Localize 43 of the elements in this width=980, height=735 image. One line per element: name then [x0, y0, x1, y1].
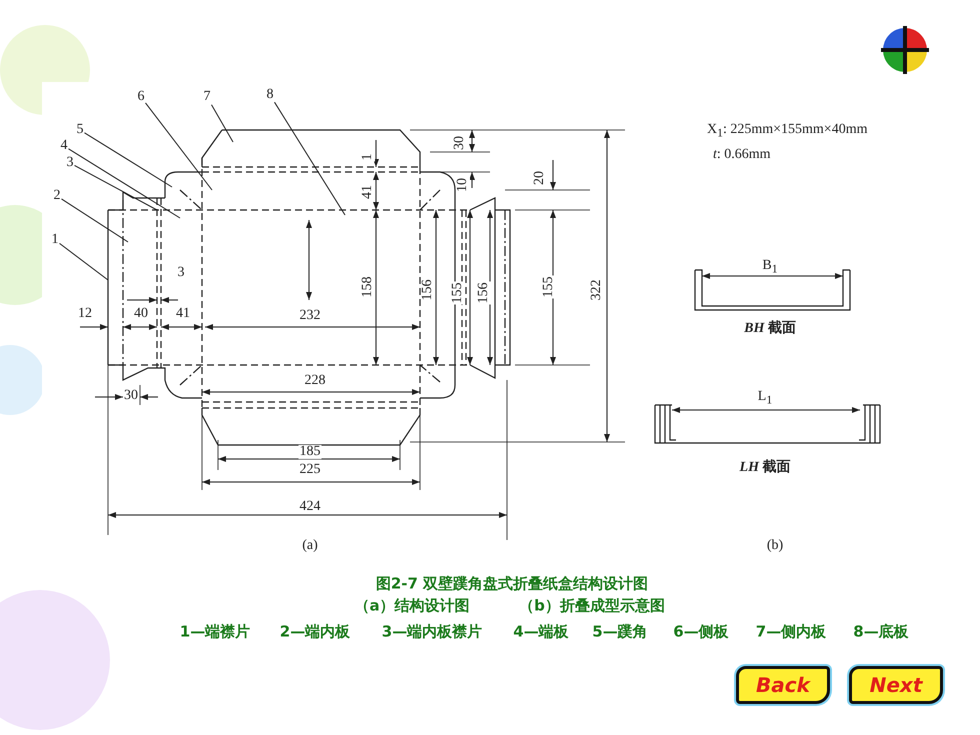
specification-note: t: 0.66mm: [713, 148, 771, 162]
callout-number: 5: [76, 123, 84, 137]
dimension-label: 155: [451, 282, 465, 304]
specification-note: X$_{1}$: 225mm×155mm×40mm: [707, 122, 868, 140]
dimension-label: 156: [477, 282, 491, 304]
next-button: Next: [849, 666, 943, 704]
caption-line: 5—蹼角: [592, 624, 648, 640]
caption-line: （a）结构设计图: [354, 598, 470, 614]
callout-number: 6: [138, 90, 144, 104]
dimension-label: B$_{1}$: [761, 258, 779, 276]
leader-line: [274, 102, 346, 216]
caption-line: 6—侧板: [673, 624, 729, 640]
caption-line: 7—侧内板: [756, 624, 826, 640]
leader-line: [211, 104, 234, 142]
callout-number: 7: [204, 90, 210, 104]
caption-line: 4—端板: [513, 624, 569, 640]
dimension-label: 10: [456, 177, 470, 193]
dimension-label: 185: [298, 445, 322, 459]
callout-number: 1: [52, 233, 58, 247]
leader-line: [145, 102, 212, 190]
leader-line: [84, 132, 172, 188]
leader-line: [59, 242, 108, 280]
dimension-label: 155: [542, 276, 556, 298]
callout-number: 3: [66, 156, 74, 170]
callout-number: 2: [54, 189, 60, 203]
caption: 图2-7 双壁蹼角盘式折叠纸盒结构设计图: [376, 576, 648, 592]
callout-number: 8: [266, 88, 274, 102]
caption-line: 3—端内板襟片: [382, 624, 482, 640]
dimension-label: 1: [361, 152, 375, 162]
back-button: Back: [736, 666, 830, 704]
dimension-label: L$_{1}$: [756, 390, 774, 406]
leader-line: [68, 148, 180, 218]
leader-line: [61, 198, 128, 242]
leader-line: [74, 164, 158, 210]
section-label: BH 截面: [744, 322, 796, 336]
section-label: LH 截面: [740, 461, 790, 475]
caption-line: 8—底板: [853, 624, 909, 640]
caption-line: 1—端襟片: [180, 624, 250, 640]
caption-line: （b）折叠成型示意图: [519, 598, 665, 614]
callout-number: 4: [60, 139, 68, 153]
panel-label: (a): [302, 539, 318, 553]
panel-label: (b): [766, 539, 784, 553]
caption-line: 2—端内板: [280, 624, 350, 640]
